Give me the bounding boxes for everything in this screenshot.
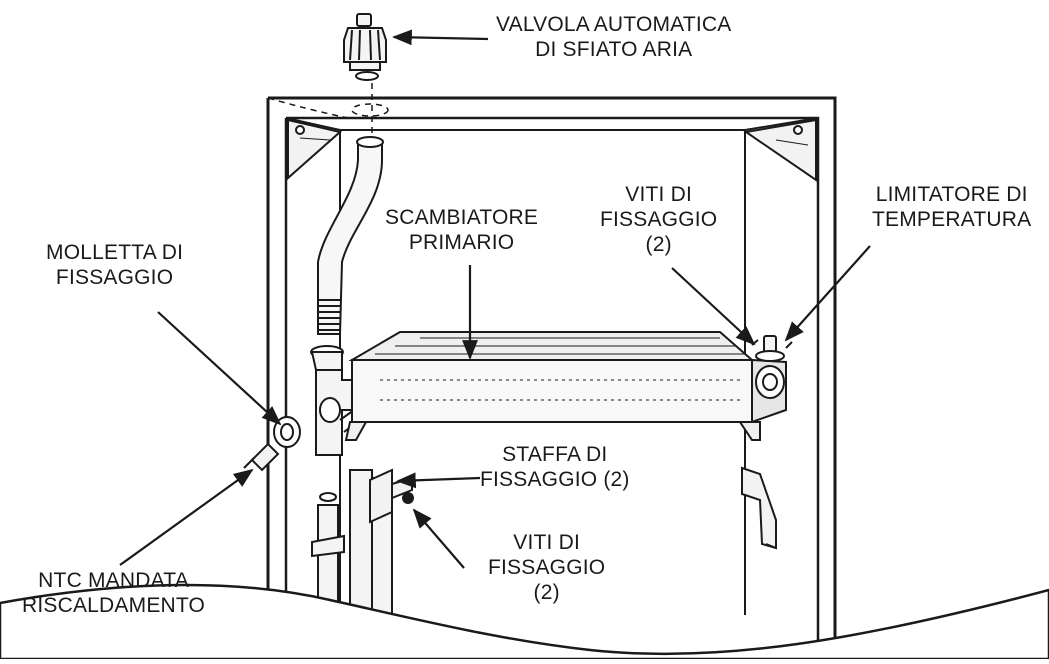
label-screws-top: VITI DI FISSAGGIO (2) xyxy=(600,183,718,256)
arrow-screws-top xyxy=(671,267,756,346)
leader-arrows xyxy=(119,29,871,569)
cutaway-curve xyxy=(0,583,1049,661)
primary-heat-exchanger xyxy=(344,331,787,441)
flow-pipe xyxy=(317,136,384,335)
label-clip: MOLLETTA DI FISSAGGIO xyxy=(46,241,184,289)
temperature-limiter xyxy=(751,335,793,362)
label-primary-exchanger: SCAMBIATORE PRIMARIO xyxy=(385,206,539,254)
vent-dashed-guides xyxy=(267,72,389,138)
arrow-bracket xyxy=(396,472,481,489)
label-ntc: NTC MANDATA RISCALDAMENTO xyxy=(22,569,206,617)
label-bracket: STAFFA DI FISSAGGIO (2) xyxy=(480,443,630,491)
label-temp-limiter: LIMITATORE DI TEMPERATURA xyxy=(872,183,1032,231)
arrow-temp-limiter xyxy=(784,245,871,342)
arrow-clip xyxy=(157,311,282,426)
air-vent-valve xyxy=(343,13,387,81)
corner-gussets xyxy=(287,118,817,182)
arrow-ntc xyxy=(119,468,254,566)
ntc-sensor xyxy=(243,442,280,472)
side-bracket xyxy=(741,466,777,550)
label-screws-bottom: VITI DI FISSAGGIO (2) xyxy=(488,531,606,604)
arrow-air-vent xyxy=(392,29,489,46)
label-air-vent: VALVOLA AUTOMATICA DI SFIATO ARIA xyxy=(496,13,732,61)
arrow-screws-bottom xyxy=(412,508,465,569)
